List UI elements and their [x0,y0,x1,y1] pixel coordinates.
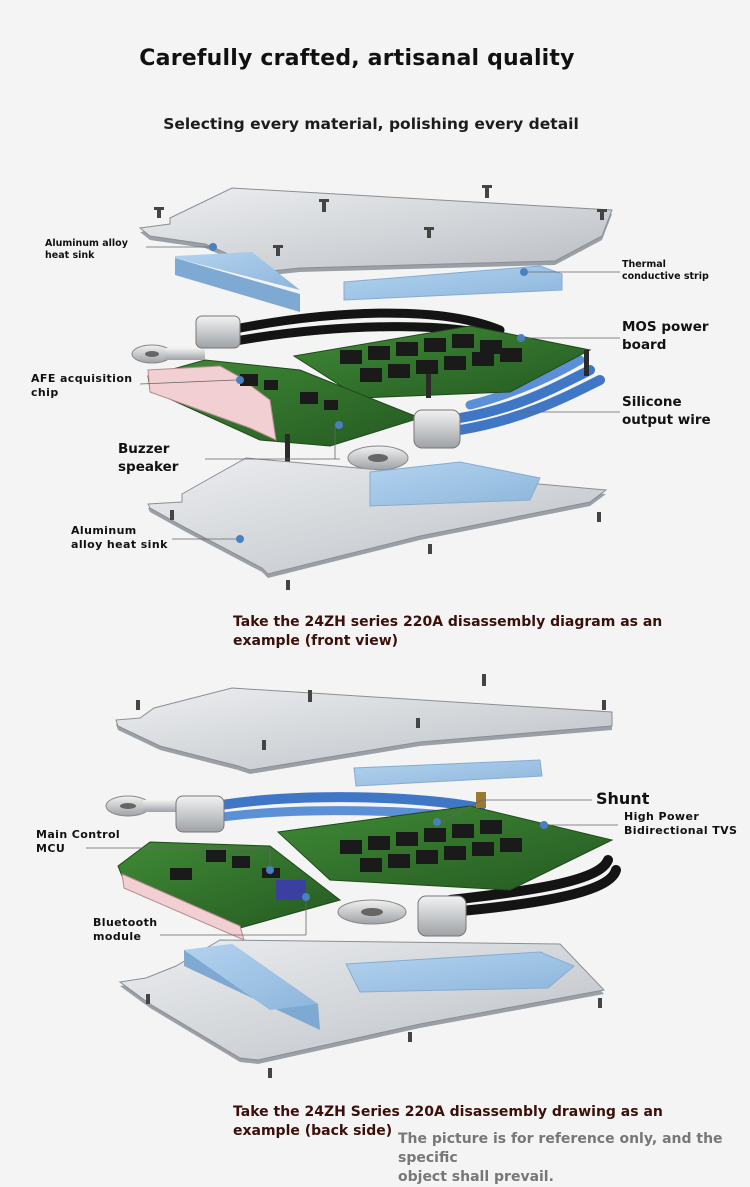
front-leader-lines [139,246,620,540]
page-subtitle: Selecting every material, polishing ever… [163,115,579,133]
label-afe-chip: AFE acquisition chip [31,372,133,400]
page-title: Carefully crafted, artisanal quality [139,46,575,71]
front-thermal-strips [175,252,563,312]
label-top-heat-sink: Aluminum alloy heat sink [45,238,128,262]
back-bottom-heat-sink [118,939,606,1078]
back-terminal-lugs [105,795,467,937]
back-mos-board [276,792,614,891]
front-output-wires [225,308,605,435]
front-bottom-heat-sink [147,457,608,590]
back-leader-lines [86,799,618,936]
label-bottom-heat-sink: Aluminum alloy heat sink [71,524,168,552]
caption-front: Take the 24ZH series 220A disassembly di… [233,614,663,649]
label-mos-board: MOS power board [622,319,709,353]
footer-note: The picture is for reference only, and t… [398,1131,723,1185]
front-afe-board [147,359,422,462]
caption-back: Take the 24ZH Series 220A disassembly dr… [233,1104,663,1139]
label-silicone-wire: Silicone output wire [622,394,711,428]
front-terminal-lugs [131,315,461,471]
label-thermal-strip: Thermal conductive strip [622,259,709,283]
label-shunt: Shunt [596,789,650,808]
label-mcu: Main Control MCU [36,828,121,856]
front-mos-board [292,325,592,399]
label-bluetooth: Bluetooth module [93,916,158,944]
label-tvs: High Power Bidirectional TVS [624,810,738,838]
back-thermal-pad [353,759,543,787]
label-buzzer: Buzzer speaker [118,441,179,475]
back-control-board [117,841,342,941]
back-top-heat-sink [115,674,613,774]
front-screws-top [154,185,607,256]
front-top-heat-sink [138,187,613,276]
